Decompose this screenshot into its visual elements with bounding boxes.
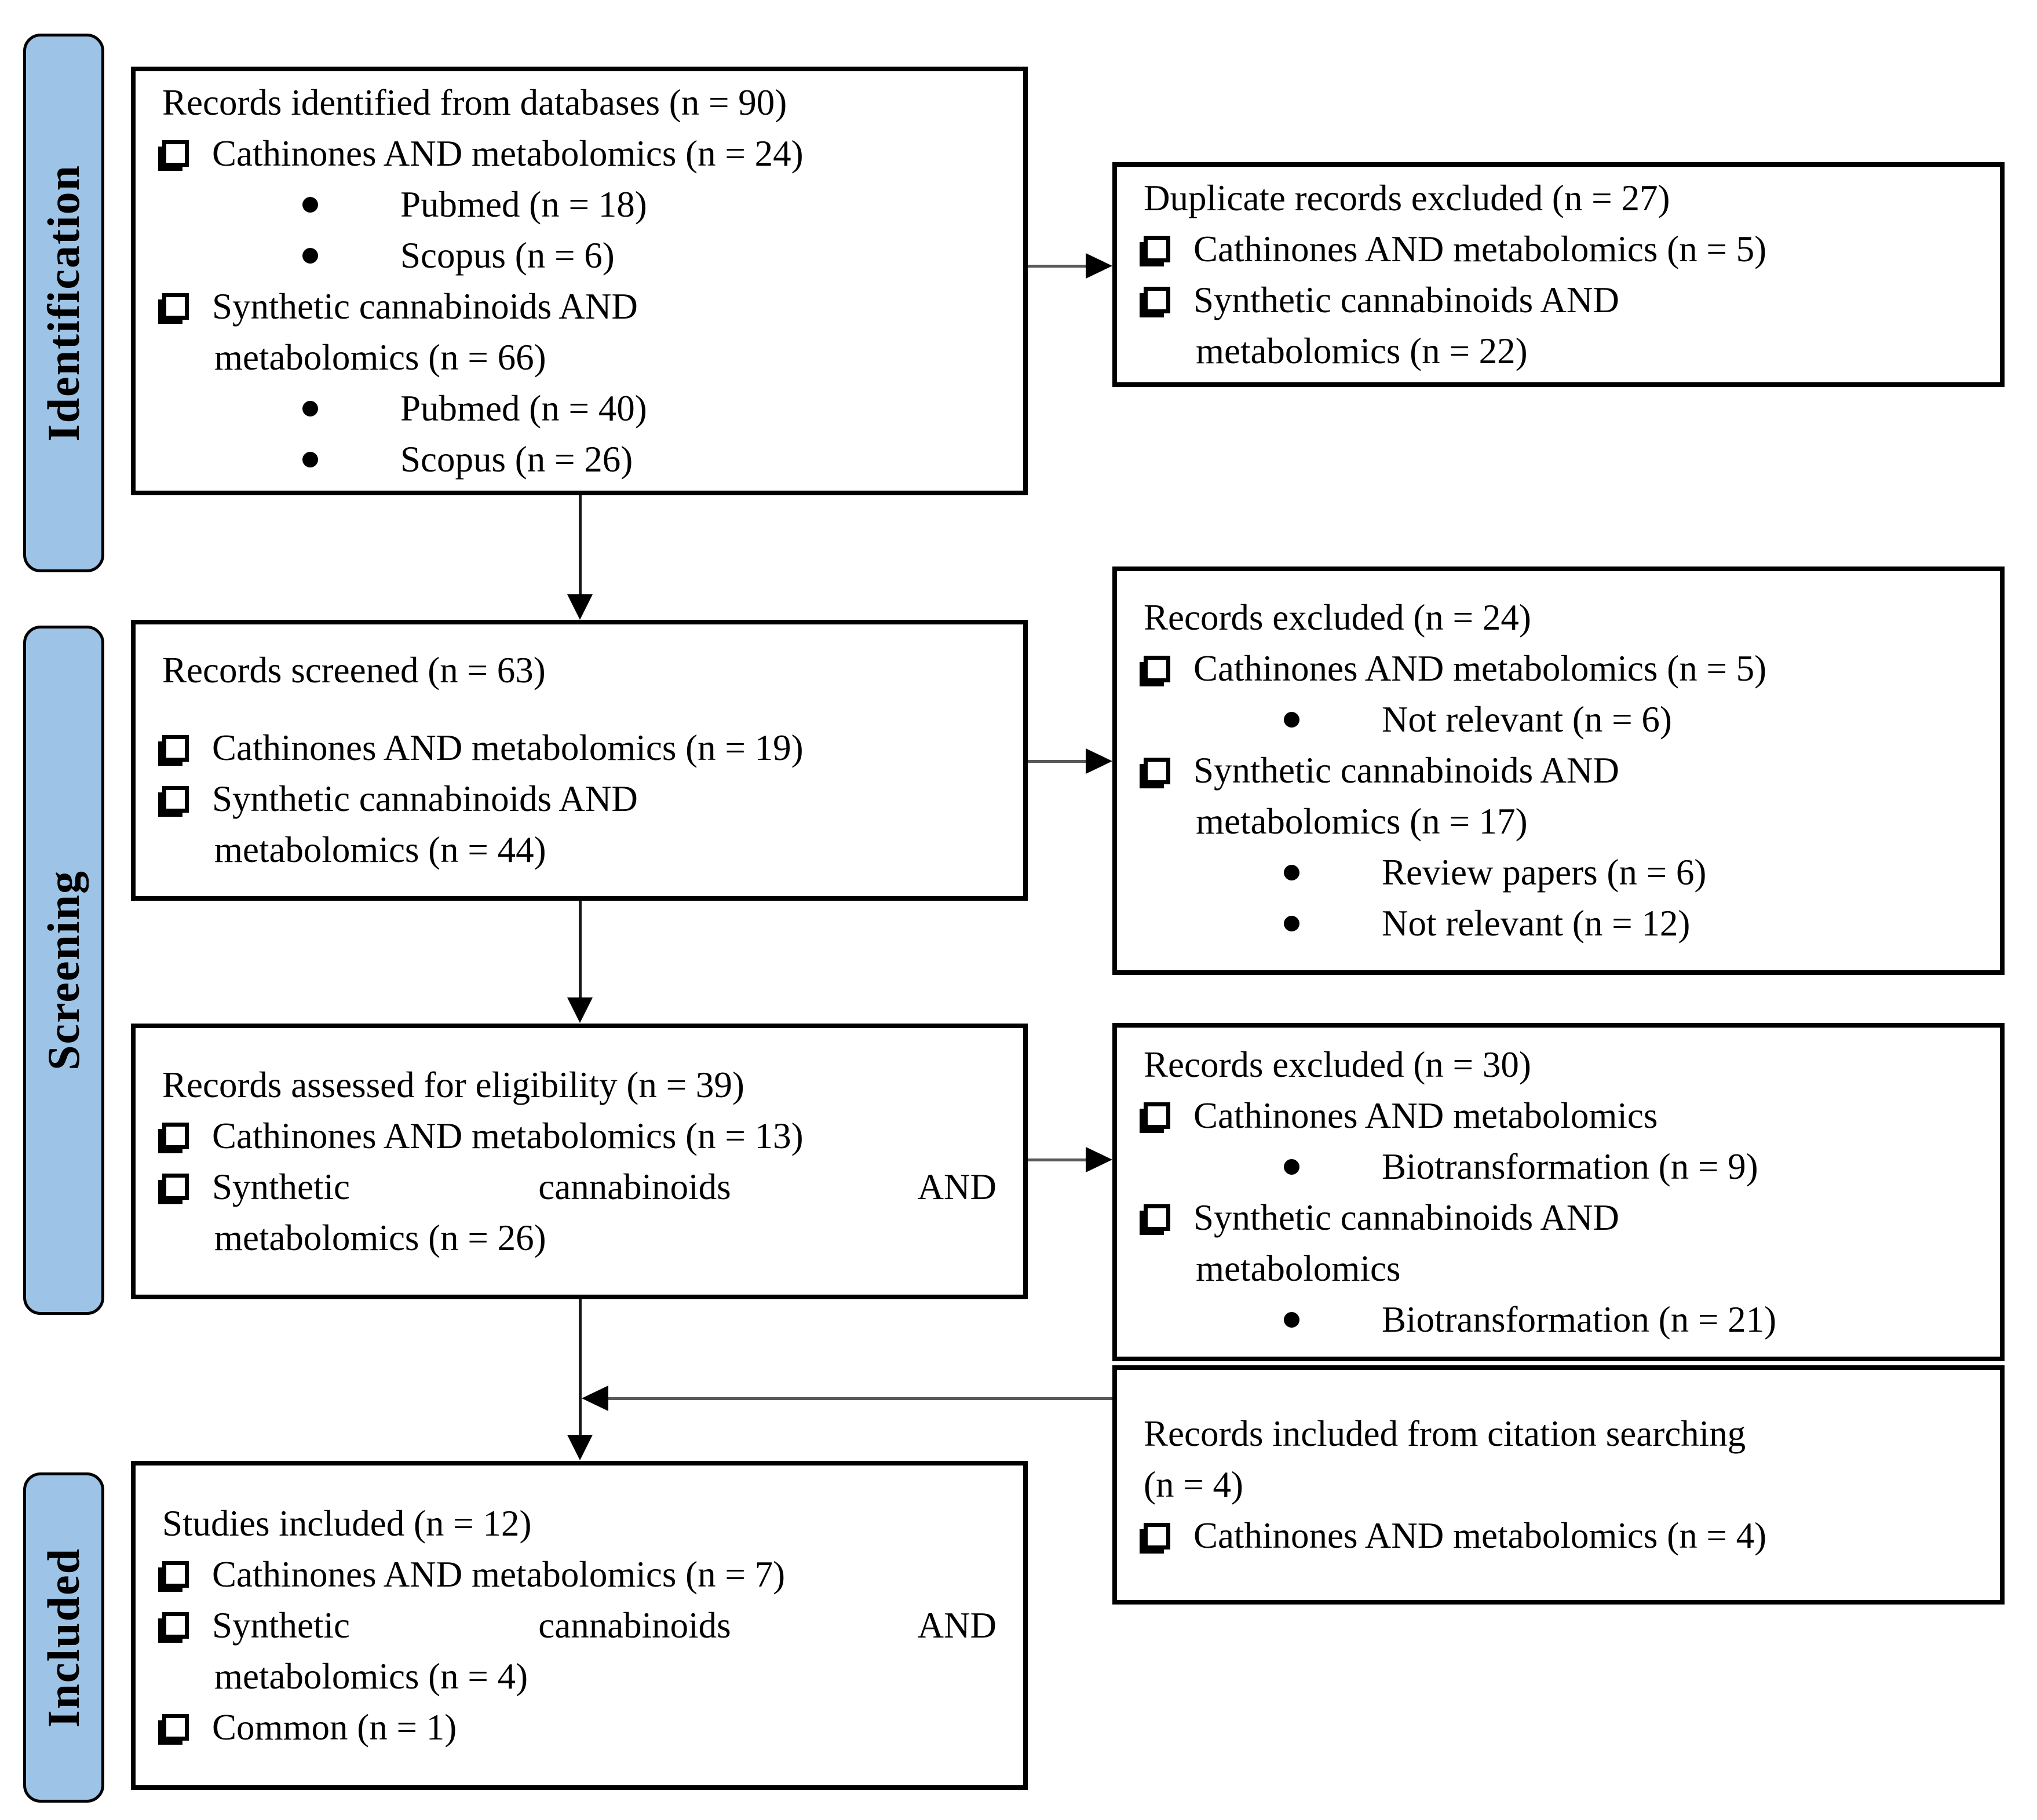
checkbox-icon bbox=[162, 1612, 189, 1639]
bullet-icon bbox=[1284, 865, 1299, 880]
checklist-item: Synthetic cannabinoids AND bbox=[1144, 275, 1973, 326]
arrow-right-icon bbox=[1086, 1147, 1112, 1172]
checklist-item: Cathinones AND metabolomics (n = 19) bbox=[162, 723, 996, 774]
checklist-item-continuation: metabolomics (n = 26) bbox=[214, 1217, 546, 1258]
arrow-right-icon bbox=[1086, 748, 1112, 774]
bullet-icon bbox=[1284, 712, 1299, 728]
bullet-item: Review papers (n = 6) bbox=[1144, 847, 1973, 898]
bullet-icon bbox=[1284, 1158, 1299, 1175]
checkbox-icon bbox=[1144, 655, 1170, 682]
arrow-down-icon bbox=[567, 997, 593, 1023]
bullet-item: Biotransformation (n = 21) bbox=[1144, 1294, 1973, 1345]
checklist-item: Cathinones AND metabolomics (n = 13) bbox=[162, 1110, 996, 1161]
box-records-identified: Records identified from databases (n = 9… bbox=[131, 67, 1028, 495]
arrow-line-identified-to-screened bbox=[579, 495, 582, 595]
bullet-icon bbox=[302, 247, 318, 264]
box-title: Records identified from databases (n = 9… bbox=[162, 82, 787, 123]
bullet-item: Pubmed (n = 40) bbox=[162, 383, 996, 434]
arrow-line-screened-to-excluded bbox=[1028, 760, 1088, 763]
box-title: Studies included (n = 12) bbox=[162, 1503, 532, 1544]
box-title: Duplicate records excluded (n = 27) bbox=[1144, 177, 1670, 218]
box-studies-included: Studies included (n = 12) Cathinones AND… bbox=[131, 1461, 1028, 1790]
bullet-item: Not relevant (n = 6) bbox=[1144, 695, 1973, 745]
box-title-continuation: (n = 4) bbox=[1144, 1464, 1243, 1505]
checkbox-icon bbox=[162, 1123, 189, 1149]
bullet-item: Pubmed (n = 18) bbox=[162, 179, 996, 230]
box-title: Records assessed for eligibility (n = 39… bbox=[162, 1064, 744, 1105]
stage-label-identification: Identification bbox=[23, 34, 104, 572]
checklist-item-continuation: metabolomics bbox=[1196, 1248, 1401, 1289]
arrow-left-icon bbox=[582, 1386, 608, 1411]
checklist-item-continuation: metabolomics (n = 44) bbox=[214, 829, 546, 870]
checklist-item: Cathinones AND metabolomics (n = 24) bbox=[162, 128, 996, 179]
box-title: Records screened (n = 63) bbox=[162, 650, 546, 690]
bullet-icon bbox=[302, 451, 318, 467]
checklist-item: Synthetic cannabinoids AND bbox=[1144, 745, 1973, 796]
arrow-line-assessed-to-included bbox=[579, 1299, 582, 1437]
checklist-item: Synthetic cannabinoids AND bbox=[162, 281, 996, 332]
checkbox-icon bbox=[162, 785, 189, 813]
stage-label-included: Included bbox=[23, 1472, 104, 1803]
checkbox-icon bbox=[1144, 757, 1170, 784]
box-records-excluded-eligibility: Records excluded (n = 30) Cathinones AND… bbox=[1112, 1023, 2005, 1361]
stage-label-text: Screening bbox=[38, 870, 89, 1070]
stage-label-text: Included bbox=[38, 1547, 89, 1728]
arrow-line-screened-to-assessed bbox=[579, 901, 582, 999]
checkbox-icon bbox=[1144, 1204, 1170, 1231]
bullet-item: Biotransformation (n = 9) bbox=[1144, 1141, 1973, 1192]
checklist-item: Synthetic cannabinoids AND bbox=[162, 1600, 996, 1651]
stage-label-text: Identification bbox=[38, 164, 89, 442]
checklist-item: Cathinones AND metabolomics (n = 7) bbox=[162, 1549, 996, 1600]
bullet-icon bbox=[302, 196, 318, 213]
arrow-down-icon bbox=[567, 1435, 593, 1460]
checkbox-icon bbox=[162, 1561, 189, 1588]
bullet-icon bbox=[1284, 916, 1299, 931]
checklist-item: Cathinones AND metabolomics (n = 5) bbox=[1144, 644, 1973, 695]
arrow-right-icon bbox=[1086, 253, 1112, 279]
bullet-item: Scopus (n = 6) bbox=[162, 230, 996, 281]
box-title: Records excluded (n = 30) bbox=[1144, 1044, 1531, 1085]
checkbox-icon bbox=[162, 734, 189, 762]
checkbox-icon bbox=[162, 1714, 189, 1741]
checkbox-icon bbox=[1144, 287, 1170, 313]
box-records-excluded-screening: Records excluded (n = 24) Cathinones AND… bbox=[1112, 567, 2005, 975]
stage-label-screening: Screening bbox=[23, 626, 104, 1315]
checklist-item-continuation: metabolomics (n = 17) bbox=[1196, 801, 1528, 842]
bullet-item: Not relevant (n = 12) bbox=[1144, 898, 1973, 949]
checkbox-icon bbox=[162, 140, 189, 167]
box-citation-searching: Records included from citation searching… bbox=[1112, 1365, 2005, 1605]
checklist-item-continuation: metabolomics (n = 66) bbox=[214, 337, 546, 378]
box-title: Records included from citation searching bbox=[1144, 1413, 1746, 1454]
checkbox-icon bbox=[1144, 236, 1170, 262]
checklist-item: Synthetic cannabinoids AND bbox=[162, 1161, 996, 1212]
bullet-icon bbox=[302, 400, 318, 416]
checklist-item: Synthetic cannabinoids AND bbox=[162, 774, 996, 825]
checklist-item: Synthetic cannabinoids AND bbox=[1144, 1192, 1973, 1243]
box-records-assessed: Records assessed for eligibility (n = 39… bbox=[131, 1024, 1028, 1299]
checkbox-icon bbox=[1144, 1102, 1170, 1129]
checklist-item: Cathinones AND metabolomics (n = 5) bbox=[1144, 224, 1973, 275]
bullet-item: Scopus (n = 26) bbox=[162, 434, 996, 485]
checkbox-icon bbox=[162, 1174, 189, 1200]
box-records-screened: Records screened (n = 63) Cathinones AND… bbox=[131, 620, 1028, 901]
checklist-item: Common (n = 1) bbox=[162, 1702, 996, 1753]
box-duplicates-excluded: Duplicate records excluded (n = 27) Cath… bbox=[1112, 162, 2005, 387]
checklist-item: Cathinones AND metabolomics bbox=[1144, 1090, 1973, 1141]
checkbox-icon bbox=[162, 293, 189, 320]
arrow-line-assessed-to-excluded bbox=[1028, 1158, 1088, 1161]
bullet-icon bbox=[1284, 1311, 1299, 1328]
checkbox-icon bbox=[1144, 1522, 1170, 1549]
checklist-item-continuation: metabolomics (n = 22) bbox=[1196, 330, 1528, 371]
arrow-down-icon bbox=[567, 594, 593, 620]
checklist-item: Cathinones AND metabolomics (n = 4) bbox=[1144, 1511, 1973, 1562]
checklist-item-continuation: metabolomics (n = 4) bbox=[214, 1655, 528, 1697]
arrow-line-identified-to-duplicates bbox=[1028, 265, 1088, 268]
arrow-line-citation-to-included bbox=[608, 1397, 1112, 1400]
box-title: Records excluded (n = 24) bbox=[1144, 597, 1531, 638]
